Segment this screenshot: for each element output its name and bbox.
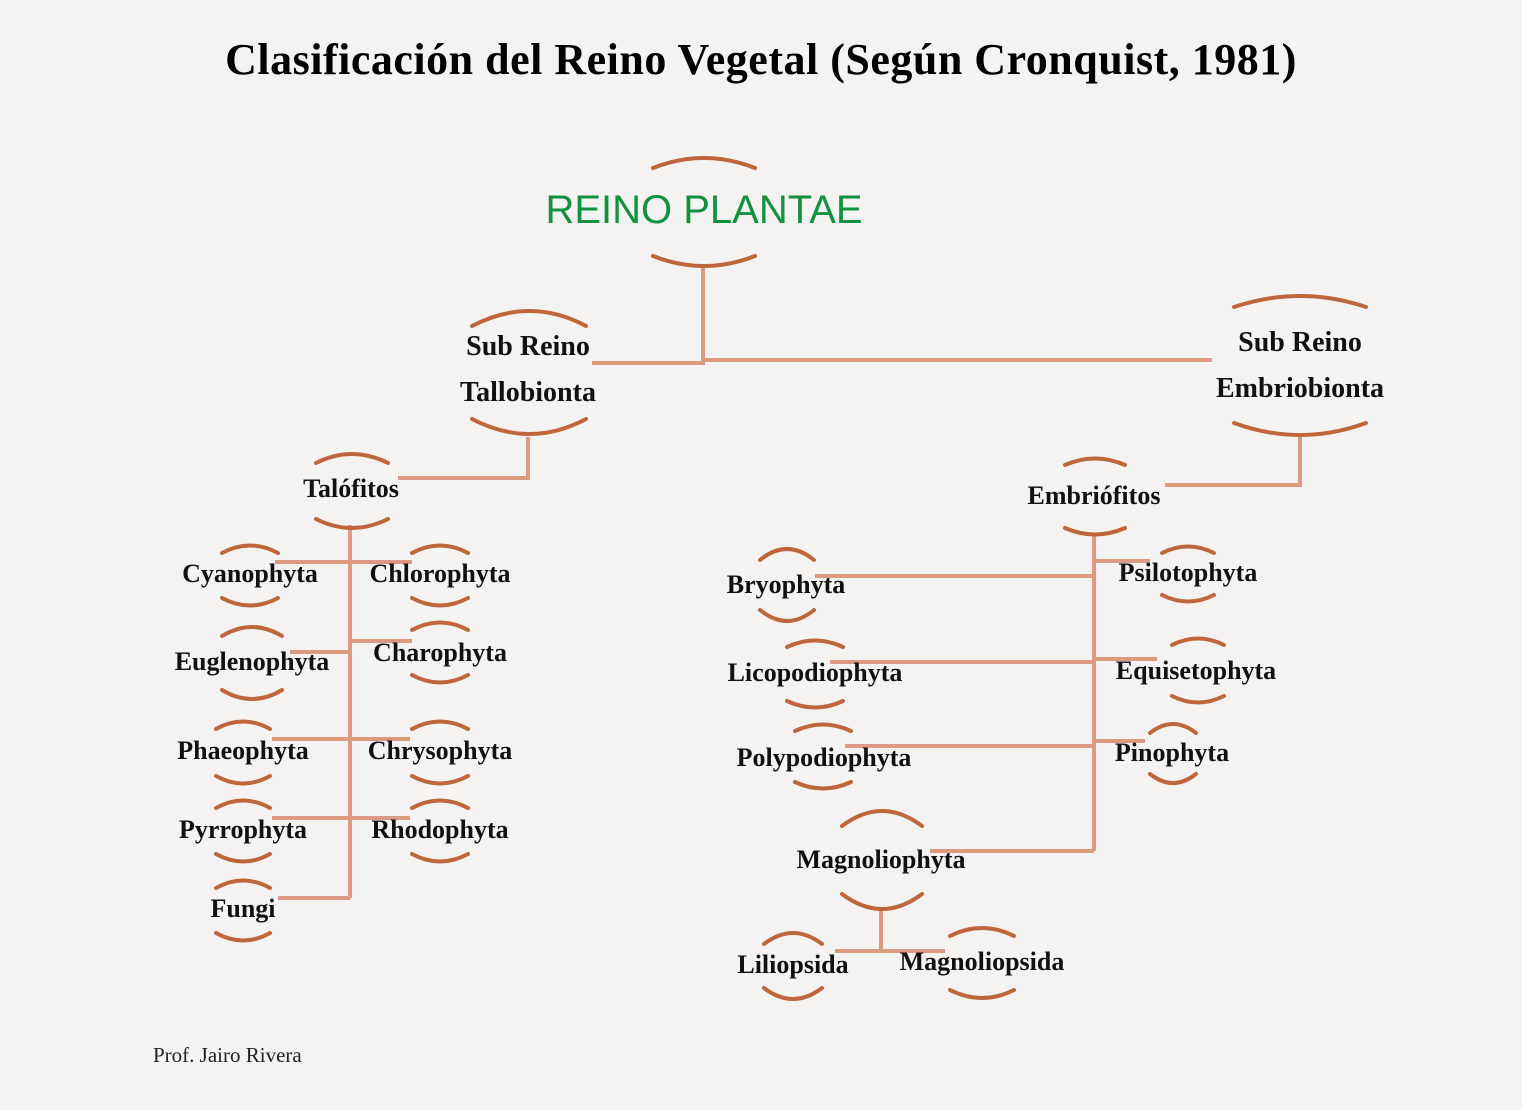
node-sub-reino-embriobionta: Sub Reino Embriobionta: [1216, 320, 1384, 412]
node-psilotophyta: Psilotophyta: [1118, 558, 1258, 587]
node-bryophyta: Bryophyta: [726, 570, 846, 599]
node-sub-reino-tallobionta: Sub Reino Tallobionta: [460, 324, 596, 416]
node-embriofitos: Embriófitos: [1027, 481, 1161, 510]
node-chrysophyta: Chrysophyta: [367, 736, 513, 765]
node-liliopsida: Liliopsida: [737, 950, 849, 979]
node-cyanophyta: Cyanophyta: [182, 559, 318, 588]
node-phaeophyta: Phaeophyta: [177, 736, 309, 765]
node-line1: Sub Reino: [466, 331, 590, 362]
node-equisetophyta: Equisetophyta: [1115, 656, 1277, 685]
node-pyrrophyta: Pyrrophyta: [178, 815, 308, 844]
node-charophyta: Charophyta: [373, 638, 507, 667]
node-euglenophyta: Euglenophyta: [174, 647, 330, 676]
node-magnoliophyta: Magnoliophyta: [796, 845, 966, 874]
node-line2: Embriobionta: [1215, 373, 1385, 404]
node-licopodiophyta: Licopodiophyta: [727, 658, 903, 687]
node-magnoliopsida: Magnoliopsida: [899, 947, 1065, 976]
connector-lines: [272, 265, 1302, 953]
node-fungi: Fungi: [210, 894, 276, 923]
author-credit: Prof. Jairo Rivera: [153, 1043, 302, 1067]
node-talofitos: Talófitos: [303, 474, 399, 503]
node-line1: Sub Reino: [1238, 327, 1362, 358]
node-rhodophyta: Rhodophyta: [371, 815, 509, 844]
node-arcs: [214, 156, 1368, 1001]
node-line2: Tallobionta: [460, 377, 596, 408]
node-reino-plantae: REINO PLANTAE: [545, 188, 863, 232]
diagram-title: Clasificación del Reino Vegetal (Según C…: [225, 35, 1297, 84]
node-polypodiophyta: Polypodiophyta: [736, 743, 912, 772]
node-chlorophyta: Chlorophyta: [369, 559, 511, 588]
node-pinophyta: Pinophyta: [1114, 738, 1230, 767]
